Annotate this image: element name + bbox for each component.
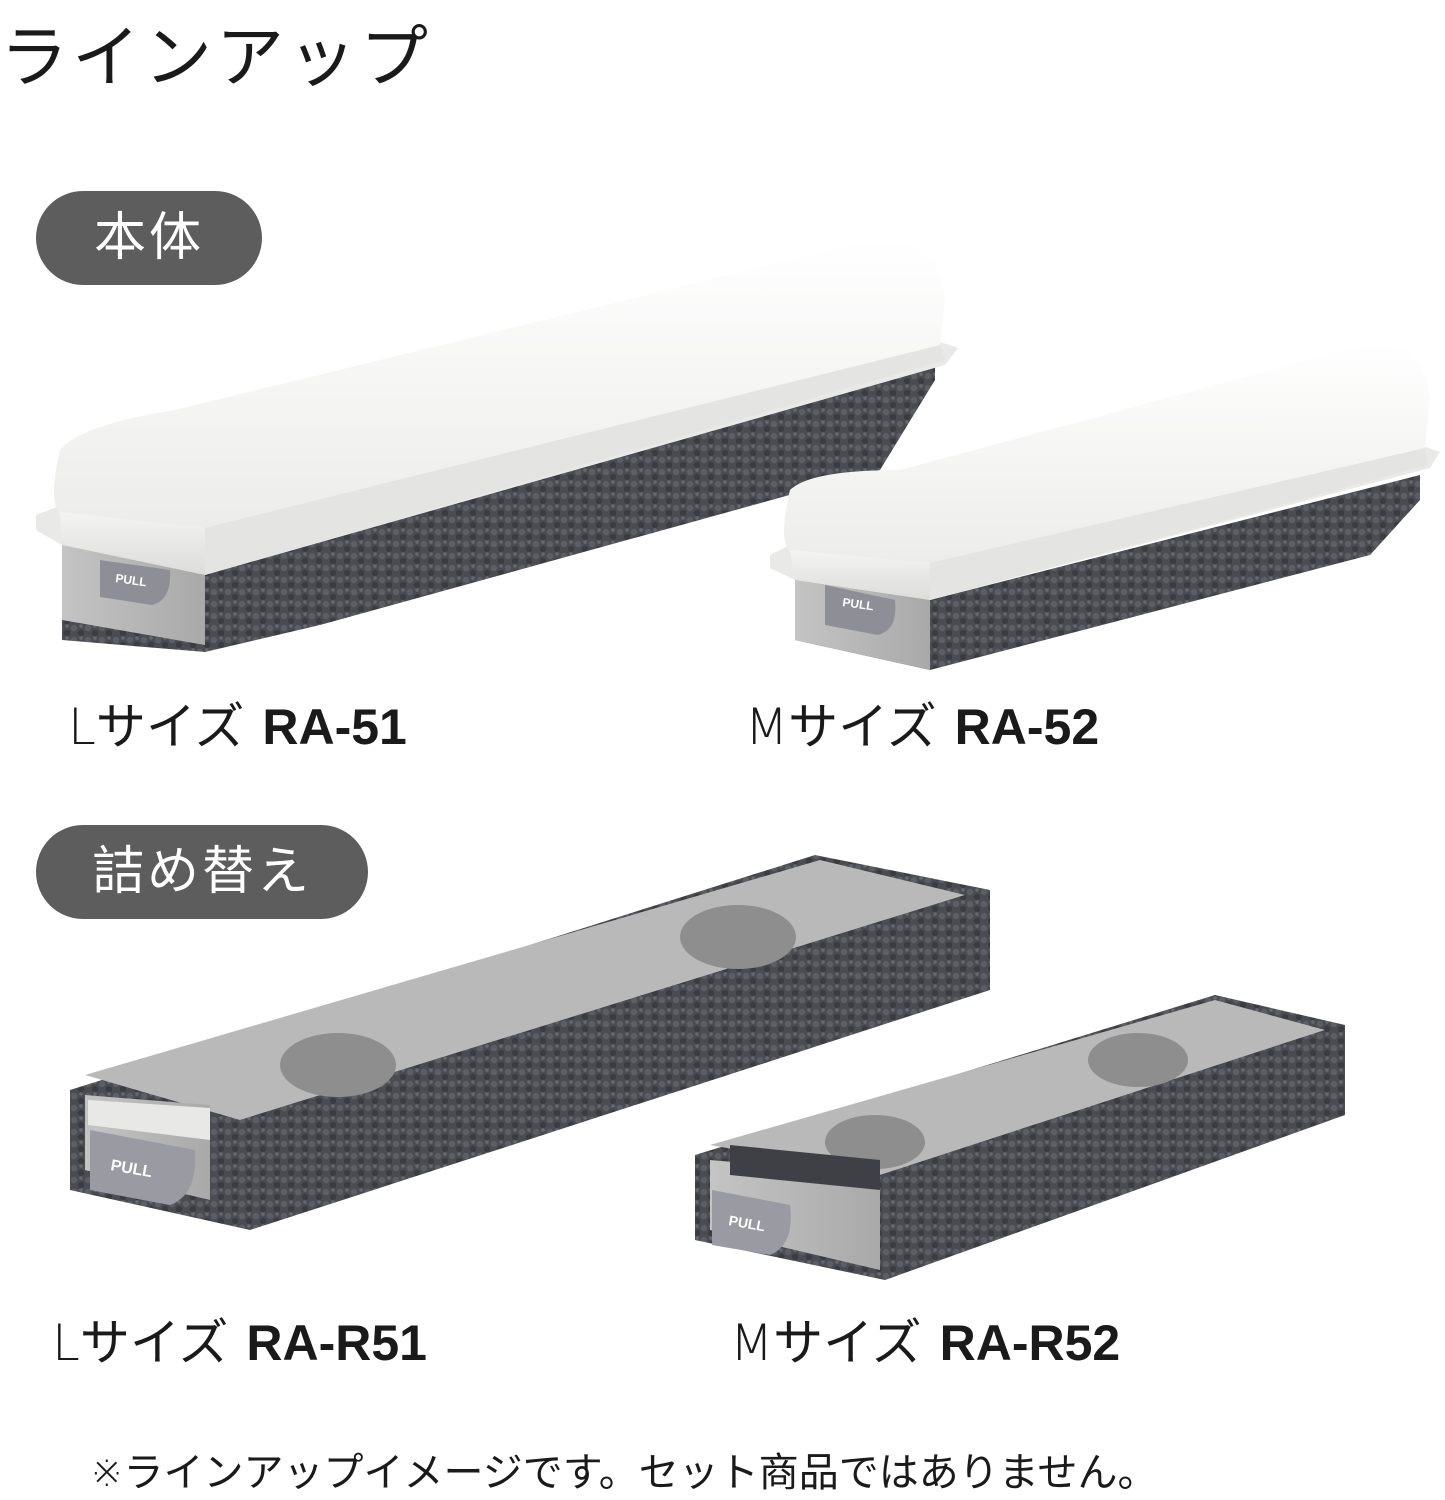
svg-text:PULL: PULL	[727, 1212, 766, 1234]
size-text: Lサイズ	[52, 1314, 229, 1372]
svg-text:PULL: PULL	[842, 595, 875, 613]
model-code: RA-R52	[939, 1315, 1121, 1371]
page-title: ラインアップ	[0, 19, 433, 98]
product-label-ra-r51: Lサイズ RA-R51	[52, 1313, 427, 1373]
product-label-ra-51: Lサイズ RA-51	[68, 697, 407, 757]
size-text: Mサイズ	[730, 1314, 922, 1372]
product-label-ra-r52: Mサイズ RA-R52	[730, 1313, 1120, 1373]
model-code: RA-R51	[246, 1315, 427, 1371]
product-label-ra-52: Mサイズ RA-52	[745, 697, 1099, 757]
disclaimer-note: ※ラインアップイメージです。セット商品ではありません。	[90, 1450, 1158, 1496]
size-text: Mサイズ	[745, 698, 937, 756]
model-code: RA-51	[262, 699, 407, 755]
model-code: RA-52	[954, 699, 1100, 755]
section-badge-refill: 詰め替え	[36, 825, 368, 919]
section-badge-main-body: 本体	[36, 191, 262, 285]
svg-text:PULL: PULL	[115, 571, 148, 589]
svg-text:PULL: PULL	[109, 1157, 153, 1181]
size-text: Lサイズ	[68, 698, 245, 756]
